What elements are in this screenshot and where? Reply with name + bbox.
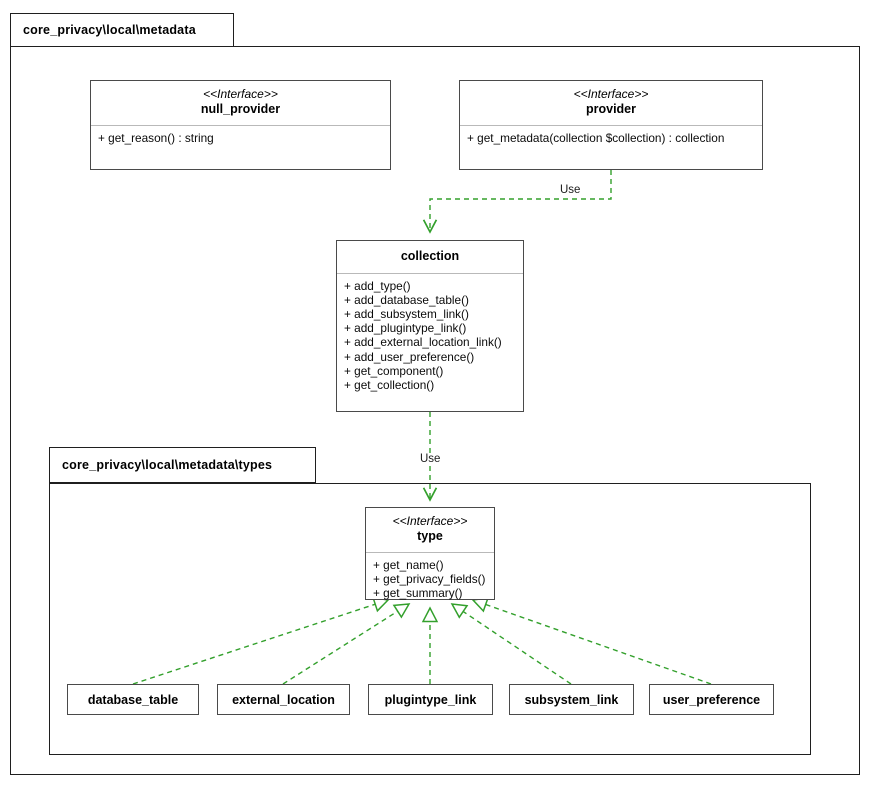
class-node-user-preference[interactable]: user_preference <box>649 684 774 715</box>
collection-header: collection <box>337 241 523 274</box>
member-row: + get_metadata(collection $collection) :… <box>467 130 725 145</box>
collection-members: + add_type() + add_database_table() + ad… <box>337 274 523 399</box>
edge-label-text: Use <box>560 184 581 196</box>
member-row: + get_reason() : string <box>98 130 214 145</box>
member-row: + add_user_preference() <box>344 349 475 364</box>
subsystem-link-header: subsystem_link <box>510 685 633 717</box>
edge-label-provider-collection: Use <box>558 184 583 196</box>
database-table-title: database_table <box>87 693 179 707</box>
package-outer-frame <box>10 46 860 775</box>
type-stereotype: <<Interface>> <box>392 514 468 528</box>
type-title: type <box>417 529 443 543</box>
null-provider-title: null_provider <box>200 102 281 116</box>
edge-label-text: Use <box>420 453 441 465</box>
null-provider-header: <<Interface>> null_provider <box>91 81 390 126</box>
plugintype-link-title: plugintype_link <box>384 693 477 707</box>
member-row: + add_database_table() <box>344 292 469 307</box>
member-row: + add_type() <box>344 278 411 293</box>
member-row: + get_name() <box>373 557 444 572</box>
package-outer-label-tab: core_privacy\local\metadata <box>10 13 234 47</box>
member-row: + add_subsystem_link() <box>344 307 469 322</box>
class-node-type[interactable]: <<Interface>> type + get_name() + get_pr… <box>365 507 495 600</box>
package-inner-label: core_privacy\local\metadata\types <box>62 458 273 472</box>
null-provider-members: + get_reason() : string <box>91 126 390 151</box>
user-preference-header: user_preference <box>650 685 773 717</box>
class-node-database-table[interactable]: database_table <box>67 684 199 715</box>
member-row: + get_privacy_fields() <box>373 571 486 586</box>
user-preference-title: user_preference <box>662 693 761 707</box>
type-header: <<Interface>> type <box>366 508 494 553</box>
class-node-collection[interactable]: collection + add_type() + add_database_t… <box>336 240 524 412</box>
package-inner-frame <box>49 483 811 755</box>
provider-stereotype: <<Interface>> <box>573 87 649 101</box>
type-members: + get_name() + get_privacy_fields() + ge… <box>366 553 494 607</box>
provider-title: provider <box>585 102 636 116</box>
edge-label-collection-type: Use <box>418 453 443 465</box>
member-row: + get_component() <box>344 363 444 378</box>
member-row: + get_summary() <box>373 586 463 601</box>
member-row: + add_external_location_link() <box>344 335 502 350</box>
class-node-external-location[interactable]: external_location <box>217 684 350 715</box>
member-row: + add_plugintype_link() <box>344 321 467 336</box>
class-node-plugintype-link[interactable]: plugintype_link <box>368 684 493 715</box>
null-provider-stereotype: <<Interface>> <box>203 87 278 101</box>
subsystem-link-title: subsystem_link <box>524 693 619 707</box>
class-node-provider[interactable]: <<Interface>> provider + get_metadata(co… <box>459 80 763 170</box>
database-table-header: database_table <box>68 685 198 717</box>
plugintype-link-header: plugintype_link <box>369 685 492 717</box>
external-location-header: external_location <box>218 685 349 717</box>
package-inner-label-tab: core_privacy\local\metadata\types <box>49 447 316 483</box>
class-node-null-provider[interactable]: <<Interface>> null_provider + get_reason… <box>90 80 391 170</box>
member-row: + get_collection() <box>344 378 435 393</box>
external-location-title: external_location <box>232 693 335 707</box>
package-outer-label: core_privacy\local\metadata <box>23 23 196 37</box>
provider-header: <<Interface>> provider <box>460 81 762 126</box>
class-node-subsystem-link[interactable]: subsystem_link <box>509 684 634 715</box>
collection-title: collection <box>400 249 460 263</box>
provider-members: + get_metadata(collection $collection) :… <box>460 126 762 151</box>
